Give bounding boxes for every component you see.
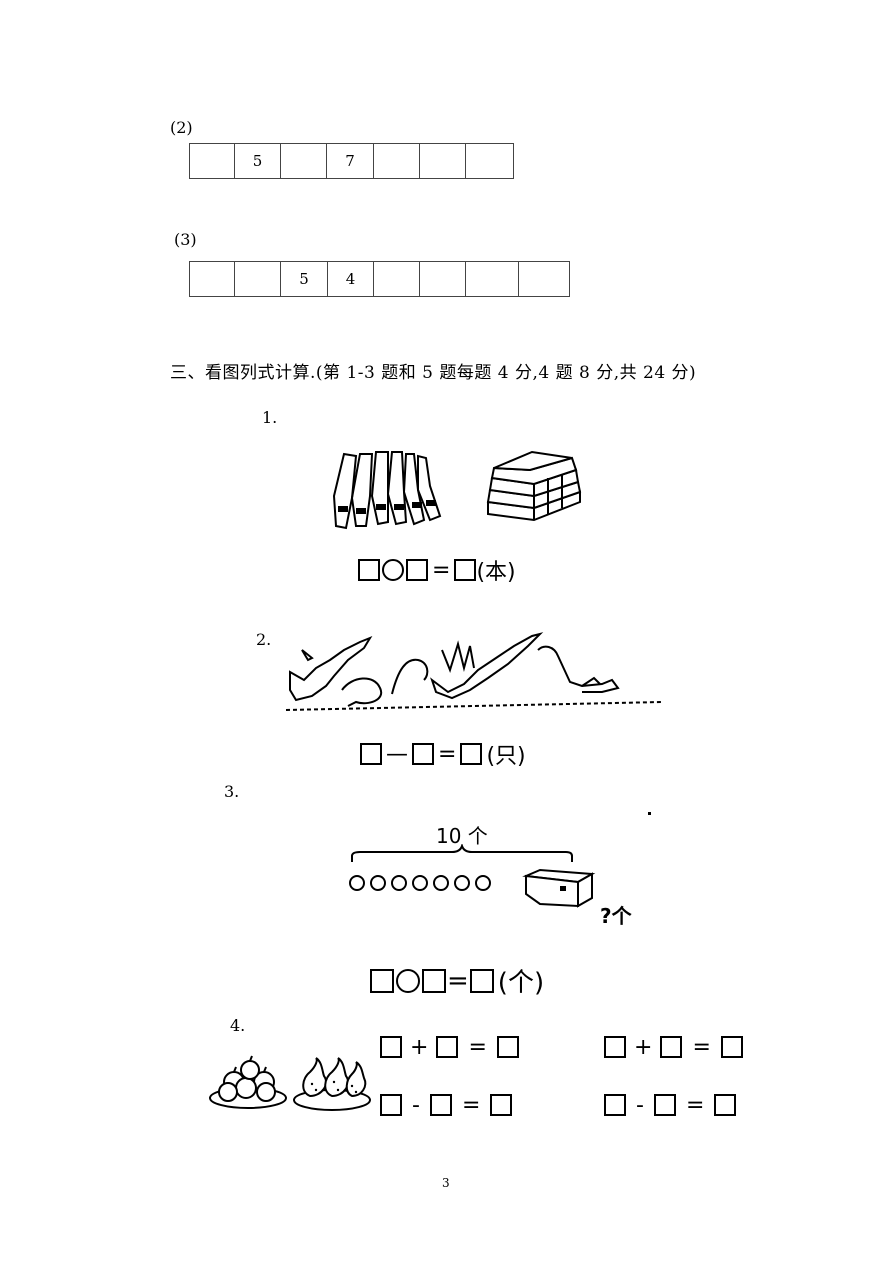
equals-sign: = <box>468 1034 487 1060</box>
apples-plate-illustration <box>209 1055 287 1109</box>
equals-sign: = <box>692 1034 711 1060</box>
section-3-heading: 三、看图列式计算.(第 1-3 题和 5 题每题 4 分,4 题 8 分,共 2… <box>170 363 697 383</box>
problem-4-label: 4. <box>230 1016 246 1035</box>
counted-circle <box>475 875 491 891</box>
problem-2-label: 2. <box>256 630 272 649</box>
stray-dot <box>648 812 651 815</box>
operator-circle[interactable] <box>382 559 404 581</box>
answer-box[interactable] <box>469 968 494 993</box>
unknown-count-label: ?个 <box>600 904 632 928</box>
answer-box[interactable] <box>604 1036 626 1058</box>
page-number: 3 <box>442 1176 450 1190</box>
unit-label: (本) <box>476 560 516 585</box>
counted-circle <box>391 875 407 891</box>
operator-circle[interactable] <box>396 968 420 993</box>
books-stack-illustration <box>486 450 582 522</box>
sequence-cell[interactable] <box>465 261 519 297</box>
answer-box[interactable] <box>360 743 382 765</box>
answer-box[interactable] <box>412 743 434 765</box>
equals-sign: = <box>461 1092 481 1118</box>
sequence-cell[interactable] <box>373 261 420 297</box>
answer-box[interactable] <box>380 1036 402 1058</box>
sequence-cell[interactable]: 4 <box>327 261 374 297</box>
answer-box[interactable] <box>496 1036 519 1058</box>
counted-circle <box>454 875 470 891</box>
box-illustration <box>522 868 596 908</box>
answer-box[interactable] <box>460 743 483 765</box>
answer-box[interactable] <box>370 968 394 993</box>
answer-box[interactable] <box>454 559 477 581</box>
answer-box[interactable] <box>358 559 380 581</box>
equation-4d: -= <box>604 1092 737 1118</box>
problem-1-label: 1. <box>262 408 278 427</box>
unit-label: (个) <box>497 968 545 998</box>
sequence-cell[interactable] <box>518 261 570 297</box>
answer-box[interactable] <box>653 1094 676 1116</box>
pencils-illustration <box>332 451 442 530</box>
sequence-cell[interactable]: 7 <box>326 143 374 179</box>
minus-sign: — <box>386 741 408 767</box>
counted-circle <box>412 875 428 891</box>
sequence-cell[interactable] <box>234 261 281 297</box>
sequence-cell[interactable]: 5 <box>280 261 328 297</box>
equation-4c: += <box>604 1034 743 1060</box>
minus-sign: - <box>412 1092 420 1118</box>
sequence-cell[interactable] <box>189 143 235 179</box>
equation-2: — = (只) <box>360 738 526 770</box>
plus-sign: + <box>410 1034 429 1060</box>
answer-box[interactable] <box>490 1094 513 1116</box>
answer-box[interactable] <box>406 559 428 581</box>
equation-1: = (本) <box>358 554 516 586</box>
sequence-cell[interactable] <box>280 143 327 179</box>
sequence-cell[interactable] <box>373 143 420 179</box>
geese-illustration <box>285 632 663 711</box>
sequence-cell[interactable] <box>419 143 466 179</box>
equals-sign: = <box>447 965 469 996</box>
equals-sign: = <box>685 1092 705 1118</box>
pears-plate-illustration <box>293 1057 371 1111</box>
problem-3-label: 3. <box>224 782 240 801</box>
plus-sign: + <box>634 1034 653 1060</box>
seven-circles <box>349 875 491 891</box>
brace <box>351 844 573 862</box>
equation-4a: += <box>380 1034 519 1060</box>
answer-box[interactable] <box>604 1094 626 1116</box>
equation-4b: -= <box>380 1092 513 1118</box>
equals-sign: = <box>432 557 451 583</box>
question-2-2-label: (2) <box>170 118 193 137</box>
answer-box[interactable] <box>720 1036 743 1058</box>
counted-circle <box>433 875 449 891</box>
sequence-cell[interactable] <box>465 143 514 179</box>
counted-circle <box>370 875 386 891</box>
answer-box[interactable] <box>380 1094 402 1116</box>
answer-box[interactable] <box>422 968 446 993</box>
sequence-cell[interactable] <box>419 261 466 297</box>
answer-box[interactable] <box>436 1036 459 1058</box>
answer-box[interactable] <box>714 1094 737 1116</box>
equation-3: = (个) <box>370 962 544 999</box>
counted-circle <box>349 875 365 891</box>
minus-sign: - <box>636 1092 644 1118</box>
sequence-cell[interactable]: 5 <box>234 143 281 179</box>
answer-box[interactable] <box>660 1036 683 1058</box>
question-2-3-label: (3) <box>174 230 197 249</box>
equals-sign: = <box>438 741 457 767</box>
sequence-cell[interactable] <box>189 261 235 297</box>
answer-box[interactable] <box>429 1094 452 1116</box>
unit-label: (只) <box>486 744 526 769</box>
